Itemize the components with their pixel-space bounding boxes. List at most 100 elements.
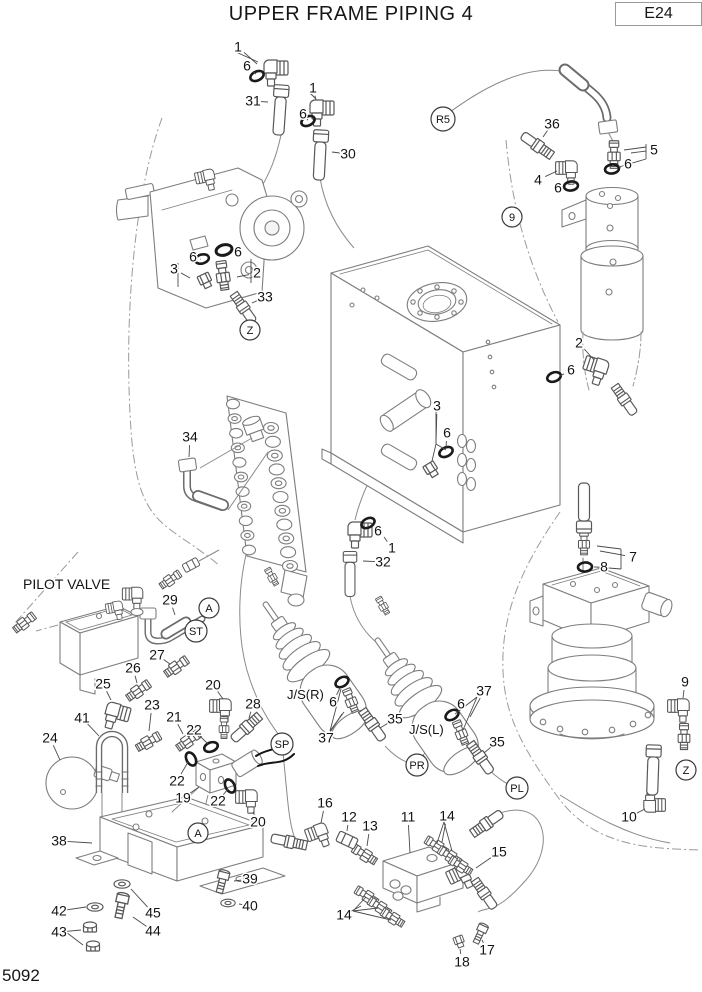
part-number-label: 5 bbox=[650, 142, 658, 158]
part-number-label: 7 bbox=[629, 549, 637, 565]
part-number-label: 6 bbox=[443, 425, 451, 441]
part-number-label: 14 bbox=[336, 907, 352, 923]
part-leader-line bbox=[481, 939, 484, 944]
part-leader-line bbox=[66, 841, 93, 844]
part-number-label: 1 bbox=[309, 80, 317, 96]
swing-motor-drawing bbox=[529, 557, 673, 740]
part-number-label: 2 bbox=[575, 335, 583, 351]
part-leader-line bbox=[475, 856, 493, 869]
part-leader-line bbox=[238, 903, 243, 906]
part-leader-line bbox=[379, 722, 389, 729]
part-leader-line bbox=[306, 118, 309, 121]
part-number-label: 30 bbox=[340, 146, 356, 162]
balloon-label: ST bbox=[189, 626, 203, 638]
balloon-label: SP bbox=[275, 739, 290, 751]
part-number-label: 33 bbox=[257, 289, 273, 305]
part-number-label: 22 bbox=[210, 793, 226, 809]
part-leader-line bbox=[366, 833, 370, 847]
part-leader-line bbox=[435, 413, 438, 444]
part-leader-line bbox=[163, 659, 171, 665]
part-leader-line bbox=[233, 879, 243, 882]
part-leader-line bbox=[251, 299, 258, 304]
part-number-label: 44 bbox=[145, 923, 161, 939]
part-number-label: 23 bbox=[144, 697, 160, 713]
balloon-label: PR bbox=[409, 760, 424, 772]
part-number-label: 20 bbox=[250, 814, 266, 830]
part-leader-line bbox=[459, 948, 462, 955]
part-number-label: 6 bbox=[374, 523, 382, 539]
part-leader-line bbox=[148, 712, 152, 732]
accumulator-drawing bbox=[45, 756, 121, 810]
balloon-circle bbox=[198, 597, 220, 619]
balloon-circle bbox=[184, 619, 208, 643]
part-number-label: 42 bbox=[51, 903, 67, 919]
diagram-text-label: J/S(L) bbox=[409, 722, 444, 737]
part-leader-line bbox=[320, 810, 324, 824]
balloon-circle bbox=[501, 206, 523, 228]
part-number-label: 22 bbox=[186, 722, 202, 738]
part-number-label: 34 bbox=[182, 429, 198, 445]
part-number-label: 40 bbox=[242, 898, 258, 914]
part-leader-line bbox=[407, 824, 411, 854]
part-number-label: 6 bbox=[189, 249, 197, 265]
part-leader-line bbox=[331, 151, 341, 154]
part-leader-line bbox=[106, 690, 112, 701]
part-number-label: 9 bbox=[681, 674, 689, 690]
part-leader-line bbox=[542, 130, 548, 138]
part-number-label: 13 bbox=[362, 818, 378, 834]
part-leader-line bbox=[682, 689, 685, 699]
part-number-label: 17 bbox=[479, 942, 495, 958]
part-number-label: 6 bbox=[567, 362, 575, 378]
part-leader-line bbox=[177, 723, 184, 735]
part-number-label: 16 bbox=[317, 795, 333, 811]
part-number-label: 37 bbox=[476, 683, 492, 699]
part-leader-line bbox=[350, 905, 362, 912]
balloon-circle bbox=[505, 776, 529, 800]
part-leader-line bbox=[441, 823, 446, 843]
balloon-label: A bbox=[205, 603, 213, 615]
part-leader-line bbox=[583, 348, 595, 361]
part-leader-line bbox=[188, 444, 191, 458]
part-leader-line bbox=[635, 808, 646, 814]
part-number-label: 6 bbox=[554, 180, 562, 196]
part-number-label: 14 bbox=[439, 808, 455, 824]
part-leader-line bbox=[172, 607, 176, 616]
part-number-label: 26 bbox=[125, 660, 141, 676]
part-number-label: 20 bbox=[205, 677, 221, 693]
balloon-circle bbox=[430, 106, 456, 132]
solenoid-block-drawing bbox=[195, 739, 295, 794]
part-number-label: 6 bbox=[234, 244, 242, 260]
part-number-label: 4 bbox=[534, 172, 542, 188]
part-number-label: 37 bbox=[318, 730, 334, 746]
balloon-label: 9 bbox=[509, 212, 515, 224]
part-leader-line bbox=[66, 906, 87, 911]
part-number-label: 10 bbox=[621, 809, 637, 825]
part-leader-line bbox=[346, 824, 349, 832]
part-leader-line bbox=[236, 274, 250, 278]
part-number-label: 25 bbox=[95, 676, 111, 692]
balloon-circle bbox=[270, 732, 294, 756]
part-leader-line bbox=[559, 373, 565, 377]
part-number-label: 21 bbox=[166, 709, 182, 725]
part-number-label: 28 bbox=[245, 696, 261, 712]
part-leader-line bbox=[248, 711, 252, 719]
balloon-circle bbox=[405, 753, 429, 777]
u-bolt-drawing bbox=[95, 730, 129, 819]
control-valve-drawing bbox=[225, 395, 308, 607]
part-leader-line bbox=[314, 95, 317, 101]
part-leader-line bbox=[618, 166, 621, 169]
balloon-label: R5 bbox=[436, 114, 450, 126]
part-number-label: 45 bbox=[145, 905, 161, 921]
part-number-label: 35 bbox=[387, 711, 403, 727]
part-number-label: 19 bbox=[175, 790, 191, 806]
part-leader-line bbox=[252, 811, 255, 816]
part-number-label: 29 bbox=[162, 592, 178, 608]
balloon-circle bbox=[187, 822, 209, 844]
part-number-label: 6 bbox=[624, 156, 632, 172]
gear-pump-drawing bbox=[115, 167, 308, 309]
part-leader-line bbox=[336, 687, 341, 696]
diagram-text-label: PILOT VALVE bbox=[23, 576, 110, 592]
part-number-label: 3 bbox=[433, 398, 441, 414]
part-number-label: 6 bbox=[243, 58, 251, 74]
